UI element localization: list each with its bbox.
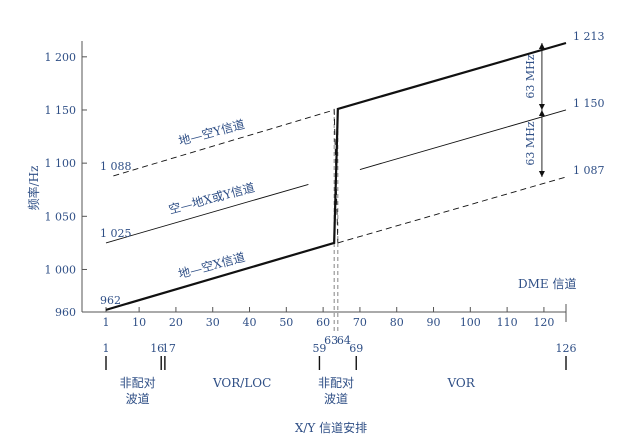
value-label: 1 088 bbox=[100, 160, 132, 173]
x-tick-label: 50 bbox=[279, 316, 293, 329]
value-label: 1 025 bbox=[100, 227, 132, 240]
x-tick-label: 80 bbox=[390, 316, 404, 329]
series-line-ground-air-x bbox=[105, 41, 567, 311]
series-line-ground-air-y bbox=[337, 176, 567, 244]
y-tick-label: 960 bbox=[55, 306, 76, 319]
channel-segment-label: VOR bbox=[446, 376, 475, 390]
series-label-ground-air-y: 地—空Y信道 bbox=[177, 117, 246, 148]
channel-segment-label: 非配对 bbox=[120, 376, 156, 390]
series-line-air-ground bbox=[359, 109, 567, 170]
dimension-arrow bbox=[538, 43, 545, 49]
x-tick-label: 30 bbox=[206, 316, 220, 329]
channel-mark-label: 69 bbox=[349, 342, 363, 355]
y-tick-label: 1 150 bbox=[45, 104, 77, 117]
dimension-arrow bbox=[538, 103, 545, 110]
channel-mark-label: 1 bbox=[103, 342, 110, 355]
series-label-ground-air-x: 地—空X信道 bbox=[177, 250, 247, 281]
x-tick-label: 1 bbox=[103, 316, 110, 329]
channel-mark-label: 126 bbox=[556, 342, 577, 355]
x-tick-label: 10 bbox=[132, 316, 146, 329]
channel-segment-label: 非配对 bbox=[318, 376, 354, 390]
x-tick-label: 60 bbox=[316, 316, 330, 329]
channel-mark-label: 17 bbox=[162, 342, 176, 355]
y-tick-label: 1 200 bbox=[45, 51, 77, 64]
x-tick-label: 70 bbox=[353, 316, 367, 329]
dimension-label: 63 MHz bbox=[524, 121, 537, 165]
x-tick-label: 100 bbox=[460, 316, 481, 329]
x-extra-label: 63 bbox=[324, 334, 338, 347]
value-label: 1 087 bbox=[573, 164, 605, 177]
dme-channel-label: DME 信道 bbox=[518, 277, 576, 291]
channel-mark-label: 59 bbox=[312, 342, 326, 355]
x-extra-label: 64 bbox=[337, 334, 351, 347]
dimension-arrow bbox=[538, 170, 545, 177]
value-label: 1 213 bbox=[573, 30, 605, 43]
x-tick-label: 90 bbox=[427, 316, 441, 329]
series-line-ground-air-y bbox=[113, 109, 335, 177]
channel-segment-label: 波道 bbox=[324, 392, 348, 406]
dimension-label: 63 MHz bbox=[524, 54, 537, 98]
series-layer bbox=[105, 41, 567, 311]
series-label-air-ground: 空—地X或Y信道 bbox=[167, 180, 256, 216]
y-tick-label: 1 000 bbox=[45, 263, 77, 276]
channel-mark-label: 16 bbox=[150, 342, 164, 355]
x-tick-label: 120 bbox=[533, 316, 554, 329]
value-label: 962 bbox=[100, 294, 121, 307]
dimension-arrow bbox=[538, 109, 545, 116]
labels-layer: 地—空X信道 空—地X或Y信道 地—空Y信道 962 1 025 1 088 1 213 1 … bbox=[100, 30, 605, 307]
x-tick-label: 20 bbox=[169, 316, 183, 329]
channel-segment-label: 波道 bbox=[126, 392, 150, 406]
channel-segment-label: VOR/LOC bbox=[212, 376, 271, 390]
series-line-air-ground bbox=[105, 183, 309, 244]
x-axis-label: X/Y 信道安排 bbox=[295, 420, 367, 435]
value-label: 1 150 bbox=[573, 97, 605, 110]
x-tick-label: 110 bbox=[497, 316, 518, 329]
y-tick-label: 1 100 bbox=[45, 157, 77, 170]
series-line-ground-air-y bbox=[333, 108, 339, 243]
x-tick-label: 40 bbox=[243, 316, 257, 329]
y-axis-label: 频率/Hz bbox=[26, 166, 41, 211]
y-tick-label: 1 050 bbox=[45, 210, 77, 223]
